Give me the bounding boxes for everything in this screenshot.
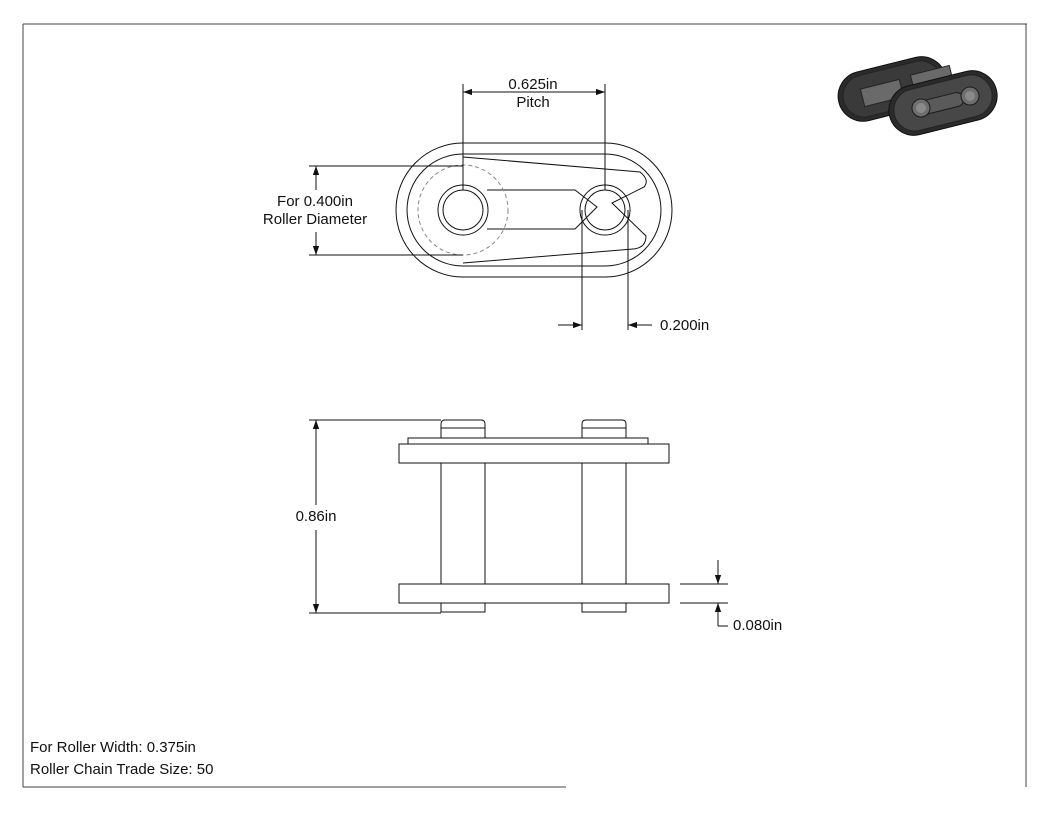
plate-thickness-dimension (680, 560, 728, 626)
bottom-side-plate (399, 584, 669, 603)
pitch-label: Pitch (516, 94, 550, 111)
spring-clip (463, 157, 646, 263)
right-pin-shank (582, 463, 626, 584)
roller-diameter-label-line1: For 0.400in (277, 193, 353, 210)
drawing-frame (23, 24, 1027, 787)
trade-size-note: Roller Chain Trade Size: 50 (30, 761, 214, 778)
clip-slot (487, 190, 597, 229)
right-pin-head (582, 420, 626, 438)
pin-diameter-dimension (558, 210, 652, 330)
right-pin-end (582, 603, 626, 612)
outer-plate-outline (396, 143, 672, 277)
roller-width-note: For Roller Width: 0.375in (30, 739, 196, 756)
isometric-view (833, 51, 1003, 140)
left-pin-head (441, 420, 485, 438)
inner-plate-outline (407, 154, 661, 266)
left-pin-shank (441, 463, 485, 584)
overall-width-label: 0.86in (295, 508, 337, 525)
pitch-dimension (463, 84, 605, 190)
pin-diameter-label: 0.200in (660, 317, 710, 334)
top-side-plate (399, 444, 669, 463)
side-view-link (399, 420, 669, 612)
left-pin-end (441, 603, 485, 612)
right-pin-outer (580, 185, 630, 235)
pitch-value-label: 0.625in (508, 76, 558, 93)
roller-diameter-label-line2: Roller Diameter (262, 211, 368, 228)
roller-diameter-dimension (309, 166, 463, 255)
left-pin-inner (443, 190, 483, 230)
left-pin-outer (438, 185, 488, 235)
spring-clip-edge (408, 438, 648, 444)
plate-thickness-label: 0.080in (733, 617, 783, 634)
overall-width-dimension (309, 420, 441, 613)
top-view-link-plate (396, 143, 672, 277)
